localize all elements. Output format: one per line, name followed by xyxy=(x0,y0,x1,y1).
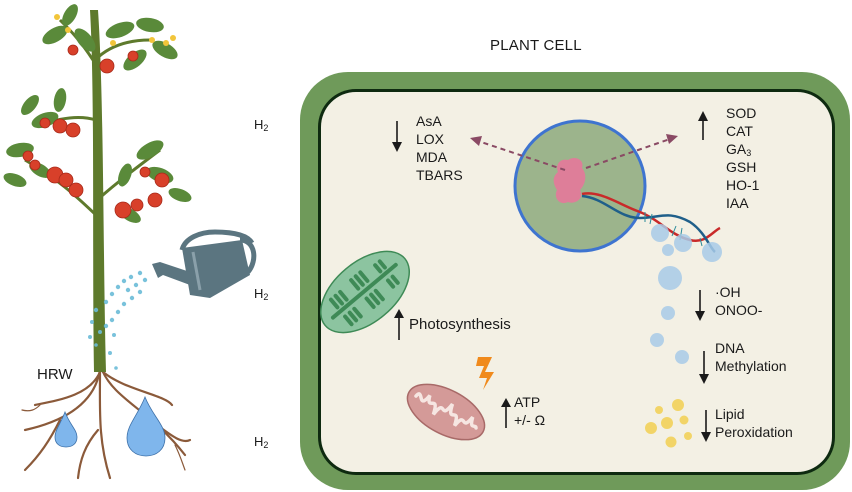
methylation-line: Methylation xyxy=(715,358,787,374)
roots xyxy=(21,368,192,480)
lipid-peroxidation-label: Lipid Peroxidation xyxy=(715,406,793,442)
item-subscript: 3 xyxy=(746,148,752,158)
water-drop-large xyxy=(126,395,166,457)
list-item: IAA xyxy=(726,195,759,213)
h2-label-top: H2 xyxy=(254,116,268,137)
list-item: GA3 xyxy=(726,141,759,159)
tomatoes xyxy=(22,44,170,219)
diagram-title: PLANT CELL xyxy=(490,37,582,54)
lightning-bolt-icon xyxy=(476,357,494,390)
list-item: SOD xyxy=(726,105,759,123)
h2-base: H xyxy=(254,286,264,301)
list-item: LOX xyxy=(416,131,445,147)
list-item: HO-1 xyxy=(726,177,759,195)
item-text: GA xyxy=(726,141,747,157)
atp-label: ATP xyxy=(514,394,541,410)
item-text: GSH xyxy=(726,159,757,175)
decreased-antioxidant-list: AsA LOX MDA TBARS xyxy=(416,113,463,185)
h2-subscript: 2 xyxy=(263,123,269,133)
chromatin xyxy=(553,157,586,204)
chloroplast xyxy=(319,250,411,334)
vesicles xyxy=(650,224,722,364)
arrowhead-right xyxy=(666,134,678,144)
increased-enzyme-list: SOD CAT GA3 GSH HO-1 IAA xyxy=(726,105,759,213)
h2-label-middle: H2 xyxy=(254,285,268,306)
list-item: GSH xyxy=(726,159,759,177)
water-drop-small xyxy=(54,410,78,448)
dna-methylation-label: DNA Methylation xyxy=(715,340,787,376)
mitochondria-effects: ATP +/- Ω xyxy=(514,394,545,430)
lipid-line: Lipid xyxy=(715,406,745,422)
h2-label-bottom: H2 xyxy=(254,433,268,454)
stem xyxy=(90,10,106,372)
dna-line: DNA xyxy=(715,340,745,356)
h2-base: H xyxy=(254,117,264,132)
water-spray xyxy=(88,270,148,370)
flowers xyxy=(54,14,176,46)
list-item: TBARS xyxy=(416,167,463,183)
list-item: CAT xyxy=(726,123,759,141)
item-text: HO-1 xyxy=(726,177,760,193)
ros-list: ·OH ONOO- xyxy=(715,284,762,320)
list-item: MDA xyxy=(416,149,448,165)
dashed-arrows xyxy=(477,138,671,171)
peroxynitrite-label: ONOO- xyxy=(715,302,763,318)
list-item: AsA xyxy=(416,113,442,129)
hydroxyl-radical-label: ·OH xyxy=(715,284,741,300)
item-text: SOD xyxy=(726,105,757,121)
indicator-arrows xyxy=(392,111,711,442)
watering-can-icon xyxy=(152,229,257,298)
h2-subscript: 2 xyxy=(263,440,269,450)
photosynthesis-label: Photosynthesis xyxy=(409,316,511,333)
peroxidation-line: Peroxidation xyxy=(715,424,793,440)
h2-subscript: 2 xyxy=(263,292,269,302)
item-text: IAA xyxy=(726,195,749,211)
membrane-potential-label: +/- Ω xyxy=(514,412,546,428)
h2-base: H xyxy=(254,434,264,449)
arrowhead-left xyxy=(470,136,482,146)
mitochondrion xyxy=(406,383,486,441)
item-text: CAT xyxy=(726,123,753,139)
lipid-droplets xyxy=(645,399,692,448)
nucleus xyxy=(513,119,647,253)
tomato-plant xyxy=(3,4,192,480)
hrw-label: HRW xyxy=(37,366,73,383)
